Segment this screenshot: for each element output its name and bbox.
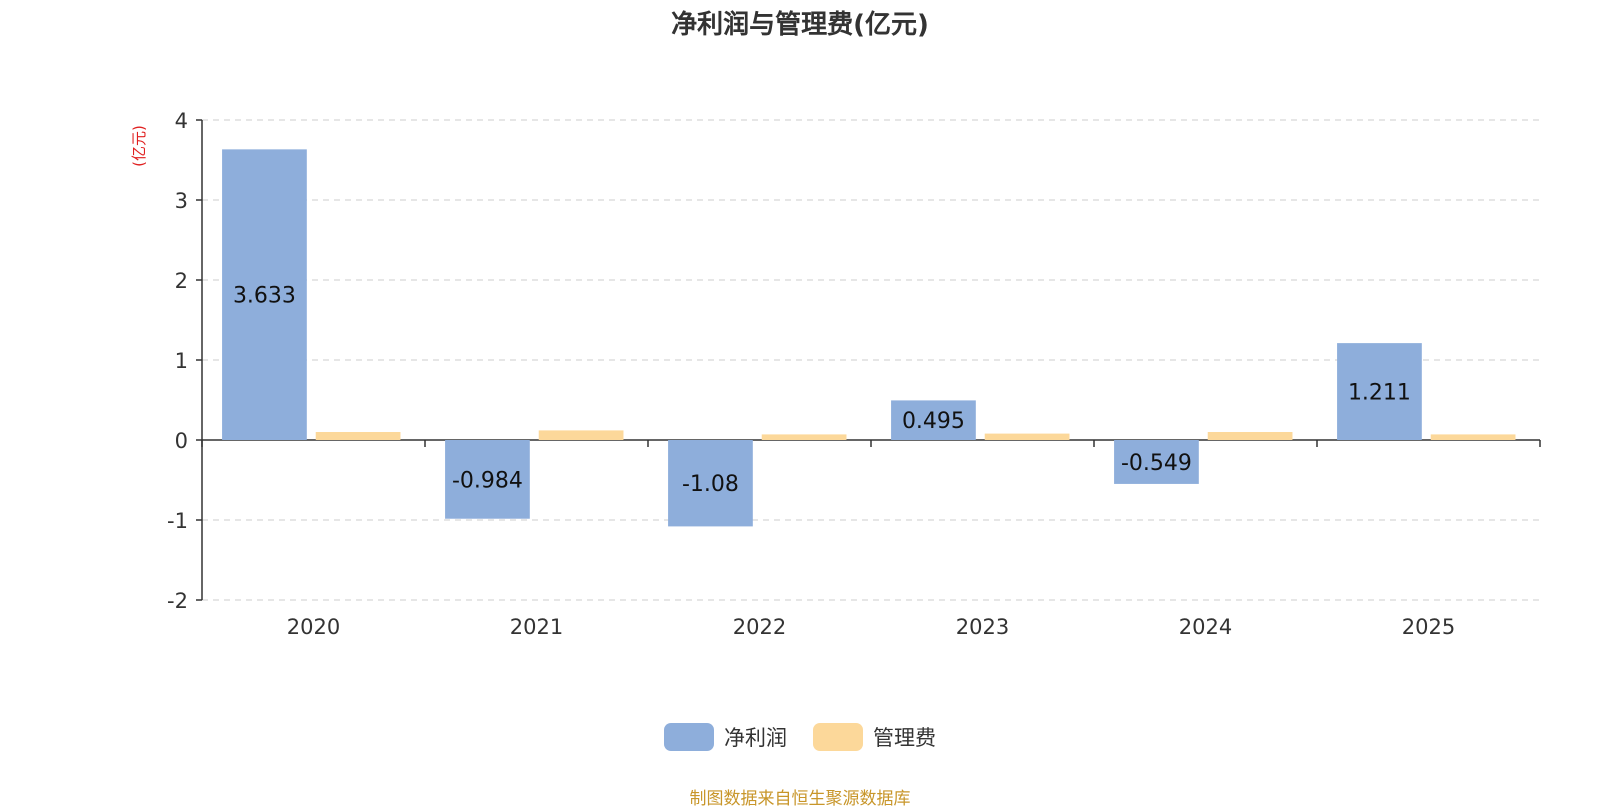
legend-swatch <box>813 723 863 751</box>
legend: 净利润 管理费 <box>0 722 1600 752</box>
legend-label: 净利润 <box>724 726 787 750</box>
grid-lines <box>202 119 1540 601</box>
bar-chart: 4 3 2 1 0 -1 -2 2020 2021 2022 2023 2024 2025 3.633 -… <box>130 109 1541 639</box>
bar-net-profit <box>222 149 307 441</box>
x-tick-label: 2025 <box>1402 615 1455 639</box>
axes: 4 3 2 1 0 -1 -2 2020 2021 2022 2023 2024 2025 <box>167 109 1541 639</box>
y-tick-label: 2 <box>175 269 188 293</box>
bar-admin-expense <box>538 430 624 440</box>
legend-item[interactable]: 净利润 <box>664 722 787 752</box>
bar-admin-expense <box>1430 434 1516 440</box>
bar-net-profit <box>891 400 976 440</box>
data-label: -1.08 <box>682 472 739 497</box>
y-tick-label: 0 <box>175 429 188 453</box>
data-label: 0.495 <box>902 409 965 434</box>
source-note: 制图数据来自恒生聚源数据库 <box>689 789 911 809</box>
x-tick-label: 2020 <box>287 615 340 639</box>
y-axis-unit-label: (亿元) <box>130 125 148 167</box>
x-tick-label: 2024 <box>1179 615 1232 639</box>
bar-net-profit <box>1337 343 1422 440</box>
bar-net-profit <box>445 440 530 519</box>
x-tick-label: 2021 <box>510 615 563 639</box>
y-tick-label: 1 <box>175 349 188 373</box>
bar-admin-expense <box>984 433 1070 440</box>
bar-net-profit <box>1114 440 1199 484</box>
data-label: -0.984 <box>452 468 523 493</box>
legend-item[interactable]: 管理费 <box>813 722 936 752</box>
bar-admin-expense <box>315 432 401 440</box>
x-tick-label: 2023 <box>956 615 1009 639</box>
legend-label: 管理费 <box>873 726 936 750</box>
bar-net-profit <box>668 440 753 527</box>
y-tick-label: 4 <box>175 109 188 133</box>
bar-admin-expense <box>761 434 847 440</box>
data-labels: 3.633 -0.984 -1.08 0.495 -0.549 1.211 <box>233 284 1411 498</box>
y-tick-label: 3 <box>175 189 188 213</box>
y-tick-label: -1 <box>167 509 188 533</box>
data-label: 3.633 <box>233 284 296 309</box>
data-label: 1.211 <box>1348 381 1411 406</box>
y-tick-label: -2 <box>167 589 188 613</box>
x-tick-label: 2022 <box>733 615 786 639</box>
bars <box>222 149 1516 527</box>
chart-title: 净利润与管理费(亿元) <box>671 10 929 40</box>
bar-admin-expense <box>1207 432 1293 440</box>
data-label: -0.549 <box>1121 451 1192 476</box>
legend-swatch <box>664 723 714 751</box>
